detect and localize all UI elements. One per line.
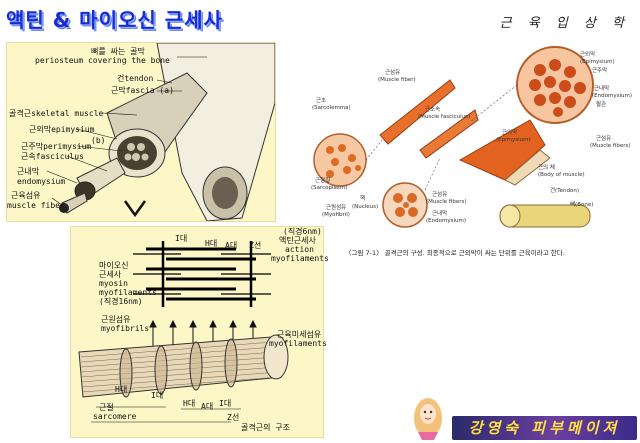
woman-illustration-icon [414,398,442,440]
r-label-nucleus-kr: 핵 [360,196,366,202]
label-A-top: A대 [225,241,238,250]
muscle-anatomy-figure: 뼈를 싸는 골막 periosteum covering the bone 건t… [6,42,276,222]
label-structure-caption: 골격근의 구조 [241,423,290,432]
label-muscle-fiber-kr: 근육섬유 [11,191,41,200]
muscle-structure-diagram [313,46,594,228]
r-label-epimysium-kr: 근외막 [502,130,518,136]
label-H-top: H대 [205,239,218,248]
label-I-top: I대 [175,234,188,243]
label-actin: action [285,245,314,254]
label-myosin: myosin [99,279,128,288]
r-label-fibers: (Muscle fibers) [426,199,467,205]
r-label-fasciculus: (Muscle fasciculus) [418,114,471,120]
sarcomere-illustration [78,241,289,423]
label-actin-kr: 액틴근세사 [279,236,316,245]
label-myosin-kr2: 근세사 [99,270,122,279]
label-I2: I대 [219,399,232,408]
r-label-endomysium: (Endomysium) [426,218,466,224]
r-label-body: (Body of muscle) [538,172,585,178]
label-Z-top: Z선 [249,241,262,250]
r-label-rt-peri-kr: 근주막 [592,68,608,74]
label-periosteum-en: periosteum covering the bone [35,56,170,65]
r-label-rt-endo-kr: 근내막 [594,86,610,92]
page-title: 액틴 & 마이오신 근세사 [6,8,223,32]
label-H1: H대 [115,385,128,394]
label-actin-myofilaments: myofilaments [271,254,329,263]
label-sarcomere: sarcomere [93,412,137,421]
label-skeletal-muscle: 골격근skeletal muscle [9,109,104,118]
figure-caption: 〈그림 7-1〉 골격근의 구성. 최종적으로 근외막이 싸는 단위를 근육이라… [345,249,565,257]
label-epimysium: 근외막epimysium [29,125,95,134]
label-diam16: (직경16nm) [99,297,143,306]
r-label-sarcolemma: (Sarcolemma) [312,105,351,111]
r-label-epimysium: (Epimysium) [496,137,531,143]
label-muscle-fiber: muscle fiber [7,201,65,210]
r-label-endomysium-kr: 근내막 [432,211,448,217]
r-label-sarcoplasm: (Sarcoplasm) [311,185,348,191]
r-label-sarcoplasm-kr: 근형질 [315,178,331,184]
brand-badge: 강영숙 피부메이져 [452,416,637,440]
r-label-bone: 뼈(Bone) [570,202,594,208]
r-label-rt-vessel: 혈관 [596,102,607,108]
label-A2: A대 [201,402,214,411]
r-label-rt-epi: (Epimysium) [580,59,615,65]
sarcomere-figure: (직경6nm) 액틴근세사 action myofilaments I대 H대 … [70,226,329,438]
r-label-fiber-top: (Muscle fiber) [378,77,416,83]
label-periosteum: 뼈를 싸는 골막 [91,47,145,56]
label-I1: I대 [151,391,164,400]
label-endomysium: endomysium [17,177,66,186]
r-label-rt-fiber: (Muscle fibers) [590,143,631,149]
label-myosin-myofilaments: myofilaments [99,288,157,297]
label-fascia: 근막fascia (a) [111,86,174,95]
label-b: (b) [91,136,106,145]
r-label-sarcolemma-kr: 근초 [316,98,327,104]
label-myosin-kr: 마이오신 [99,261,129,270]
label-sarcomere-kr: 근절 [99,403,114,412]
r-label-fasciculus-kr: 근소속 [425,107,441,113]
r-label-tendon: 건(Tendon) [550,188,579,194]
r-label-rt-epi-kr: 근외막 [580,52,596,58]
r-label-nucleus: (Nucleus) [352,204,379,210]
label-endomysium-kr: 근내막 [17,167,40,176]
page-subtitle: 근 육 입 상 학 [499,16,630,31]
label-microfil-kr: 근육미세섬유 [277,330,322,339]
label-diam6: (직경6nm) [283,227,322,236]
label-fasciculus: 근속fasciculus [21,152,84,161]
label-Z: Z선 [227,413,240,422]
label-myofibril-kr: 근원섬유 [101,315,131,324]
label-H2: H대 [183,399,196,408]
r-label-myofibril-kr: 근원섬유 [326,205,347,211]
label-myofibril: myofibrils [101,324,150,333]
r-label-rt-fiber-kr: 근섬유 [596,136,612,142]
label-tendon: 건tendon [117,74,154,83]
r-label-body-kr: 근의 체 [538,165,555,171]
r-label-fibers-kr: 근섬유 [432,192,448,198]
label-microfil: myofilaments [269,339,327,348]
r-label-myofibril: (Myofibril) [322,212,350,218]
muscle-anatomy-illustration [46,43,275,221]
r-label-fiber-top-kr: 근섬유 [385,70,401,76]
r-label-rt-endo: (Endomysium) [592,93,632,99]
label-perimysium: 근주막perimysium [21,142,92,151]
